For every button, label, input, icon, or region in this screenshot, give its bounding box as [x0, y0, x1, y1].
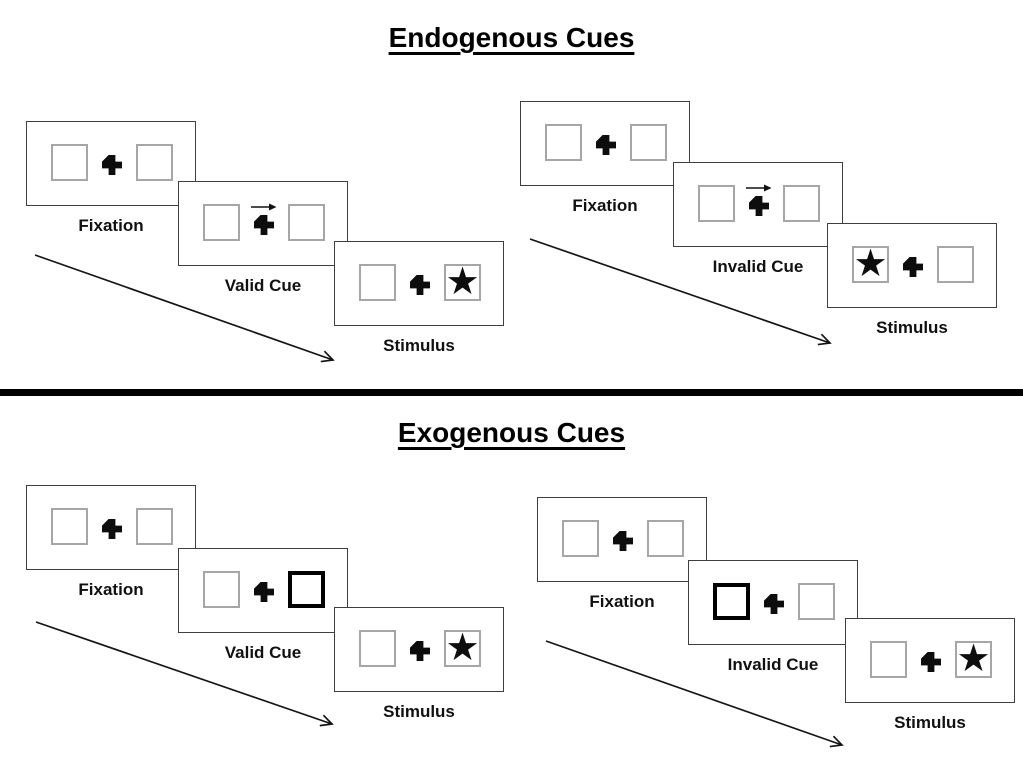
time-arrow-exogenous-valid	[35, 621, 334, 727]
fixation-panel: Fixation	[26, 121, 196, 235]
fixation-panel: Fixation	[26, 485, 196, 599]
panel-label: Fixation	[78, 216, 144, 235]
section-divider	[0, 389, 1023, 396]
section-title-endogenous: Endogenous Cues	[388, 22, 635, 53]
panel-label: Stimulus	[876, 318, 948, 337]
target-box: ★	[444, 625, 481, 669]
panel-label: Stimulus	[383, 702, 455, 721]
right-placeholder-box	[783, 185, 820, 222]
target-star-icon: ★	[956, 636, 991, 680]
fixation-cross-icon	[764, 594, 784, 614]
panel-label: Stimulus	[383, 336, 455, 355]
invalid-cue-panel: Invalid Cue	[688, 560, 858, 674]
valid-cue-panel: Valid Cue	[178, 548, 348, 662]
panel-label: Invalid Cue	[727, 655, 819, 674]
valid-cue-panel: Valid Cue	[178, 181, 348, 295]
panel-label: Fixation	[78, 580, 144, 599]
invalid-cue-panel: Invalid Cue	[673, 162, 843, 276]
target-star-icon: ★	[445, 259, 480, 303]
left-placeholder-box	[203, 571, 240, 608]
cue-arrow-right-icon	[251, 203, 277, 211]
panel-label: Valid Cue	[224, 276, 302, 295]
stimulus-panel: ★ Stimulus	[845, 618, 1015, 732]
target-star-icon: ★	[445, 625, 480, 669]
stimulus-panel: ★ Stimulus	[334, 607, 504, 721]
right-placeholder-box	[630, 124, 667, 161]
right-placeholder-box	[288, 204, 325, 241]
left-placeholder-box	[51, 508, 88, 545]
right-placeholder-box	[136, 144, 173, 181]
left-placeholder-box	[359, 630, 396, 667]
fixation-cross-icon	[254, 582, 274, 602]
right-placeholder-box	[798, 583, 835, 620]
time-arrow-endogenous-invalid	[529, 238, 832, 346]
left-placeholder-box	[870, 641, 907, 678]
panel-label: Valid Cue	[224, 643, 302, 662]
cue-arrow-right-icon	[746, 184, 772, 192]
panel-label: Fixation	[589, 592, 655, 611]
left-placeholder-box	[698, 185, 735, 222]
fixation-cross-icon	[596, 135, 616, 155]
time-arrow-endogenous-valid	[34, 254, 335, 363]
fixation-panel: Fixation	[520, 101, 690, 215]
left-placeholder-box	[562, 520, 599, 557]
fixation-cross-icon	[903, 257, 923, 277]
stimulus-panel: ★ Stimulus	[334, 241, 504, 355]
fixation-cross-icon	[921, 652, 941, 672]
fixation-cross-icon	[102, 155, 122, 175]
fixation-cross-icon	[102, 519, 122, 539]
target-box: ★	[955, 636, 992, 680]
stimulus-panel: ★ Stimulus	[827, 223, 997, 337]
fixation-panel: Fixation	[537, 497, 707, 611]
fixation-cross-icon	[410, 275, 430, 295]
fixation-cross-icon	[613, 531, 633, 551]
left-placeholder-box	[359, 264, 396, 301]
right-placeholder-box	[647, 520, 684, 557]
section-title-exogenous: Exogenous Cues	[397, 417, 626, 448]
left-placeholder-box	[203, 204, 240, 241]
left-placeholder-box	[51, 144, 88, 181]
fixation-cross-icon	[749, 196, 769, 216]
panel-label: Stimulus	[894, 713, 966, 732]
right-placeholder-box	[937, 246, 974, 283]
target-box: ★	[852, 241, 889, 285]
panel-label: Fixation	[572, 196, 638, 215]
fixation-cross-icon	[410, 641, 430, 661]
panel-label: Invalid Cue	[712, 257, 804, 276]
fixation-cross-icon	[254, 215, 274, 235]
cue-highlight-box	[713, 583, 750, 620]
left-placeholder-box	[545, 124, 582, 161]
target-box: ★	[444, 259, 481, 303]
cue-highlight-box	[288, 571, 325, 608]
right-placeholder-box	[136, 508, 173, 545]
target-star-icon: ★	[853, 241, 888, 285]
